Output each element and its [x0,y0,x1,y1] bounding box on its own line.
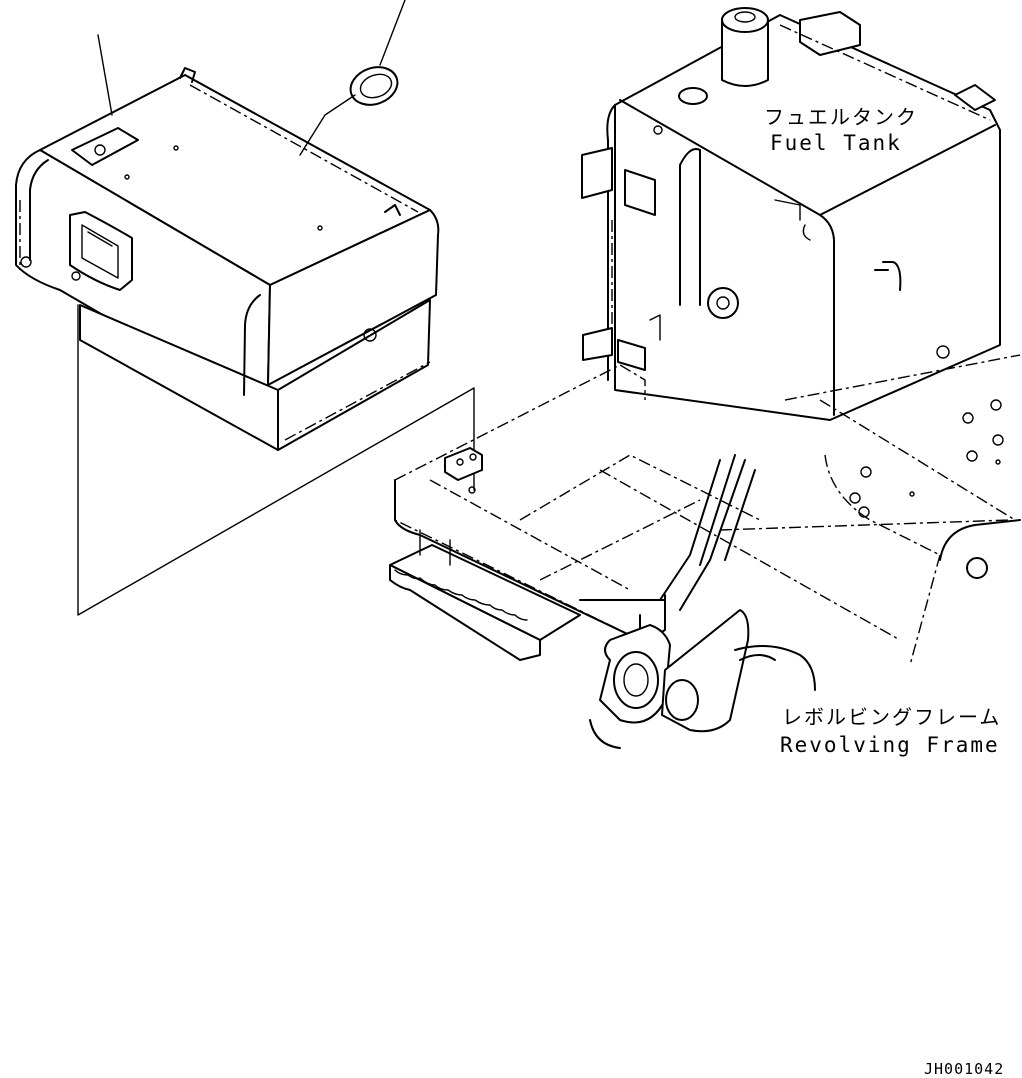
drawing-number: JH001042 [924,1060,1005,1078]
seal-ring [349,66,399,106]
tool-box [15,67,440,451]
leader-lines [77,0,475,616]
fuel-tank-label-en: Fuel Tank [770,131,902,155]
revolving-frame-label-jp: レボルビングフレーム [782,705,1002,729]
revolving-frame [389,364,1021,749]
fuel-tank-label-jp: フュエルタンク [764,105,918,129]
fuel-tank [581,7,1021,421]
revolving-frame-label-en: Revolving Frame [780,733,1000,757]
